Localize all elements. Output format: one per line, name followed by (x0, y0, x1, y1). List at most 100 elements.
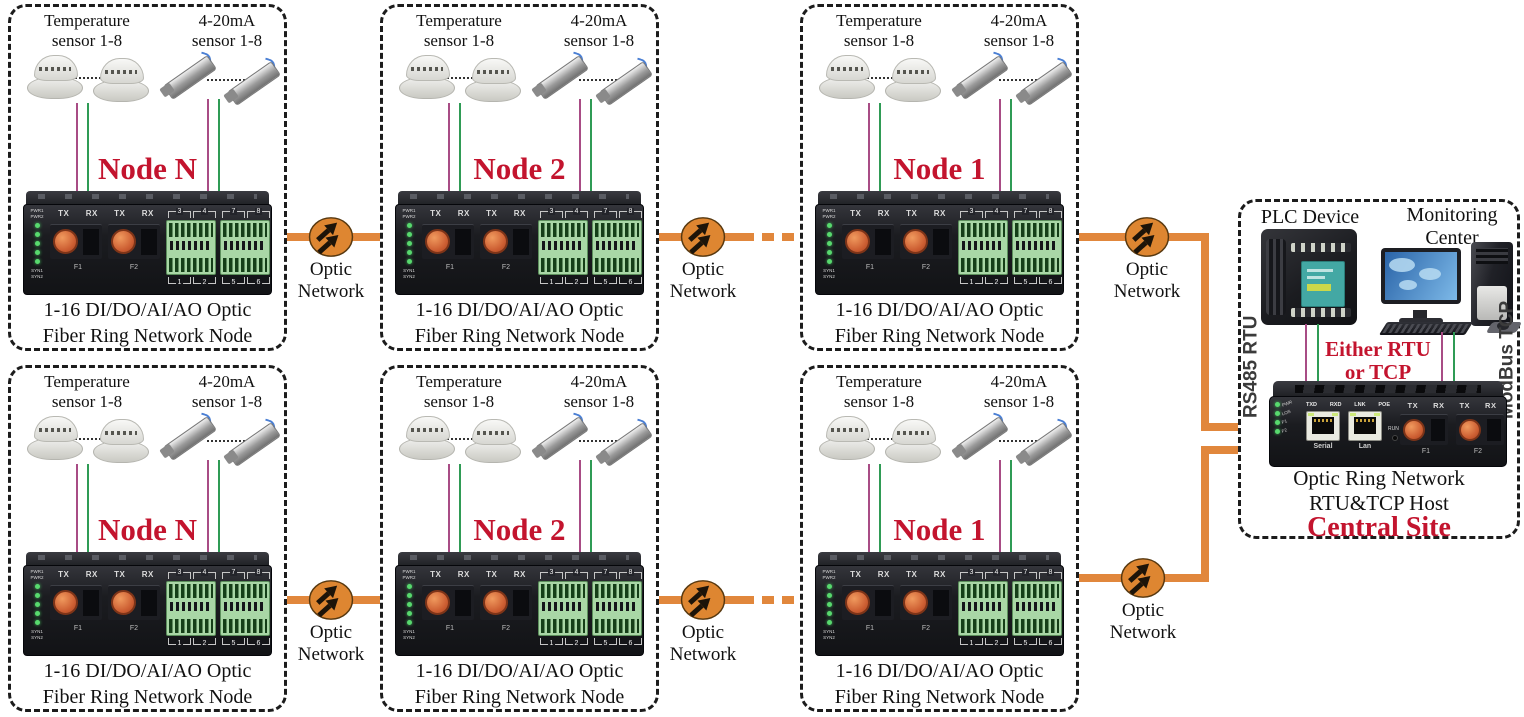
terminal-group-label: 8 (619, 569, 642, 579)
sensor-wire-green (87, 464, 89, 556)
terminal-group-label: 4 (985, 208, 1008, 218)
optic-network-label: Optic Network (297, 259, 365, 302)
rx-label: RX (513, 209, 526, 218)
current-sensor-icon (595, 418, 657, 467)
fiber-slot (141, 590, 157, 616)
optic-link-dashed-segment (742, 233, 800, 241)
terminal-group-label: 2 (565, 638, 588, 647)
fiber-port-f2 (108, 224, 160, 259)
terminal-group-label: 1 (540, 638, 563, 647)
optic-network-badge: Optic Network (648, 216, 758, 303)
tx-label: TX (486, 570, 498, 579)
led-indicator (406, 620, 412, 626)
optic-ring-network-caption: Optic Ring Network (1293, 466, 1465, 490)
optic-network-label: Optic Network (297, 622, 365, 665)
lid-markings (830, 194, 1049, 199)
smoke-detector-icon (819, 416, 875, 460)
terminal-group-label: 8 (619, 208, 642, 218)
current-sensor-icon (531, 51, 593, 100)
smoke-detector-icon (885, 58, 941, 102)
terminal-group-label: 2 (985, 277, 1008, 286)
sensor-wire-green (459, 103, 461, 195)
pwr-label: PWR1 PWR2 (822, 208, 836, 219)
smoke-detector-icon (27, 55, 83, 99)
led-column: PWR1 PWR2 SYN1 SYN2 (819, 569, 839, 641)
txrx-labels: TX RX TX RX (842, 571, 954, 579)
terminal-block (958, 581, 1008, 636)
smoke-detector-icon (819, 55, 875, 99)
device-slot: PWR1 PWR2 SYN1 SYN2 TX RX TX RX F1 (23, 191, 272, 295)
plc-vents (1266, 239, 1286, 315)
led-indicator (1275, 420, 1280, 425)
current-sensor-icon (1015, 57, 1077, 106)
sensor-wire-green (879, 464, 881, 556)
current-sensor-icon (531, 412, 593, 461)
smoke-detector-icon (885, 419, 941, 463)
optic-network-icon (1124, 217, 1170, 257)
sensor-wire-magenta (868, 103, 870, 195)
rx-label: RX (85, 570, 98, 579)
led-label: F2 (1281, 427, 1288, 435)
pwr-label: PWR1 PWR2 (30, 569, 44, 580)
led-indicator (34, 250, 40, 256)
device-face: PWR1 PWR2 SYN1 SYN2 TX RX TX RX F1 (395, 204, 644, 295)
terminal-zone: 3 4 7 8 1 2 5 6 (958, 568, 1062, 650)
device-lid (26, 552, 269, 567)
f1-label: F1 (445, 625, 455, 632)
sensor-dotted-link (859, 438, 913, 440)
terminal-group-label: 8 (1039, 569, 1062, 579)
ma-sensor-label: 4-20mA sensor 1-8 (563, 11, 635, 51)
smoke-detector-icon (93, 419, 149, 463)
ma-sensor-label: 4-20mA sensor 1-8 (563, 372, 635, 412)
terminal-group-label: 5 (594, 277, 617, 286)
terminal-group-label: 7 (222, 208, 245, 218)
syn-label: SYN1 SYN2 (403, 268, 415, 279)
smoke-detector-icon (465, 419, 521, 463)
led-indicator (34, 223, 40, 229)
fiber-port-names: F1 F2 (842, 264, 954, 271)
monitoring-center-label: Monitoring Center (1406, 204, 1498, 249)
fiber-port-f2 (900, 224, 952, 259)
device-slot: PWR1 PWR2 SYN1 SYN2 TX RX TX RX F1 (815, 191, 1064, 295)
fiber-connector-icon (845, 590, 870, 615)
txrx-labels: TX RX TX RX (1400, 402, 1504, 410)
current-sensor-icon (951, 412, 1013, 461)
device-lid (398, 552, 641, 567)
device-face: PWR1 PWR2 SYN1 SYN2 TX RX TX RX F1 (23, 565, 272, 656)
smoke-detector-icon (27, 416, 83, 460)
tx-label: TX (850, 209, 862, 218)
optic-link-segment (1201, 233, 1209, 431)
led-indicator (34, 232, 40, 238)
pwr-label: PWR1 PWR2 (30, 208, 44, 219)
led-indicator (34, 611, 40, 617)
terminal-zone: 3 4 7 8 1 2 5 6 (538, 568, 642, 650)
led-indicator (406, 241, 412, 247)
ma-sensor-label: 4-20mA sensor 1-8 (191, 372, 263, 412)
terminal-group-label: 5 (222, 277, 245, 286)
node-box-bottom-node-2: Node 2 Temperature sensor 1-8 4-20mA sen… (380, 365, 659, 712)
lnk-label: LNK (1354, 402, 1366, 408)
smoke-detector-icon (465, 58, 521, 102)
terminal-group-label: 3 (540, 569, 563, 579)
led-indicator (1275, 411, 1280, 416)
fiber-ring-node-device: PWR1 PWR2 SYN1 SYN2 TX RX TX RX F1 (23, 191, 272, 295)
sensor-wire-magenta (999, 460, 1001, 556)
tx-label: TX (114, 570, 126, 579)
pc-monitor (1381, 248, 1461, 324)
sensor-wire-magenta (999, 99, 1001, 195)
terminal-group-label: 1 (168, 638, 191, 647)
f1-label: F1 (73, 625, 83, 632)
node-title: Node 2 (473, 512, 566, 547)
terminal-block (166, 220, 216, 275)
plc-terminals (1291, 308, 1351, 317)
terminal-zone: 3 4 7 8 1 2 5 6 (166, 568, 270, 650)
terminal-zone: 3 4 7 8 1 2 5 6 (166, 207, 270, 289)
pwr-label: PWR1 PWR2 (822, 569, 836, 580)
node-title: Node N (97, 151, 198, 186)
sensor-wire-green (218, 99, 220, 195)
fiber-port-names: F1 F2 (422, 625, 534, 632)
current-sensor-icon (159, 412, 221, 461)
txd-label: TXD (1306, 402, 1317, 408)
temperature-sensor-label: Temperature sensor 1-8 (416, 11, 502, 51)
rx-label: RX (85, 209, 98, 218)
